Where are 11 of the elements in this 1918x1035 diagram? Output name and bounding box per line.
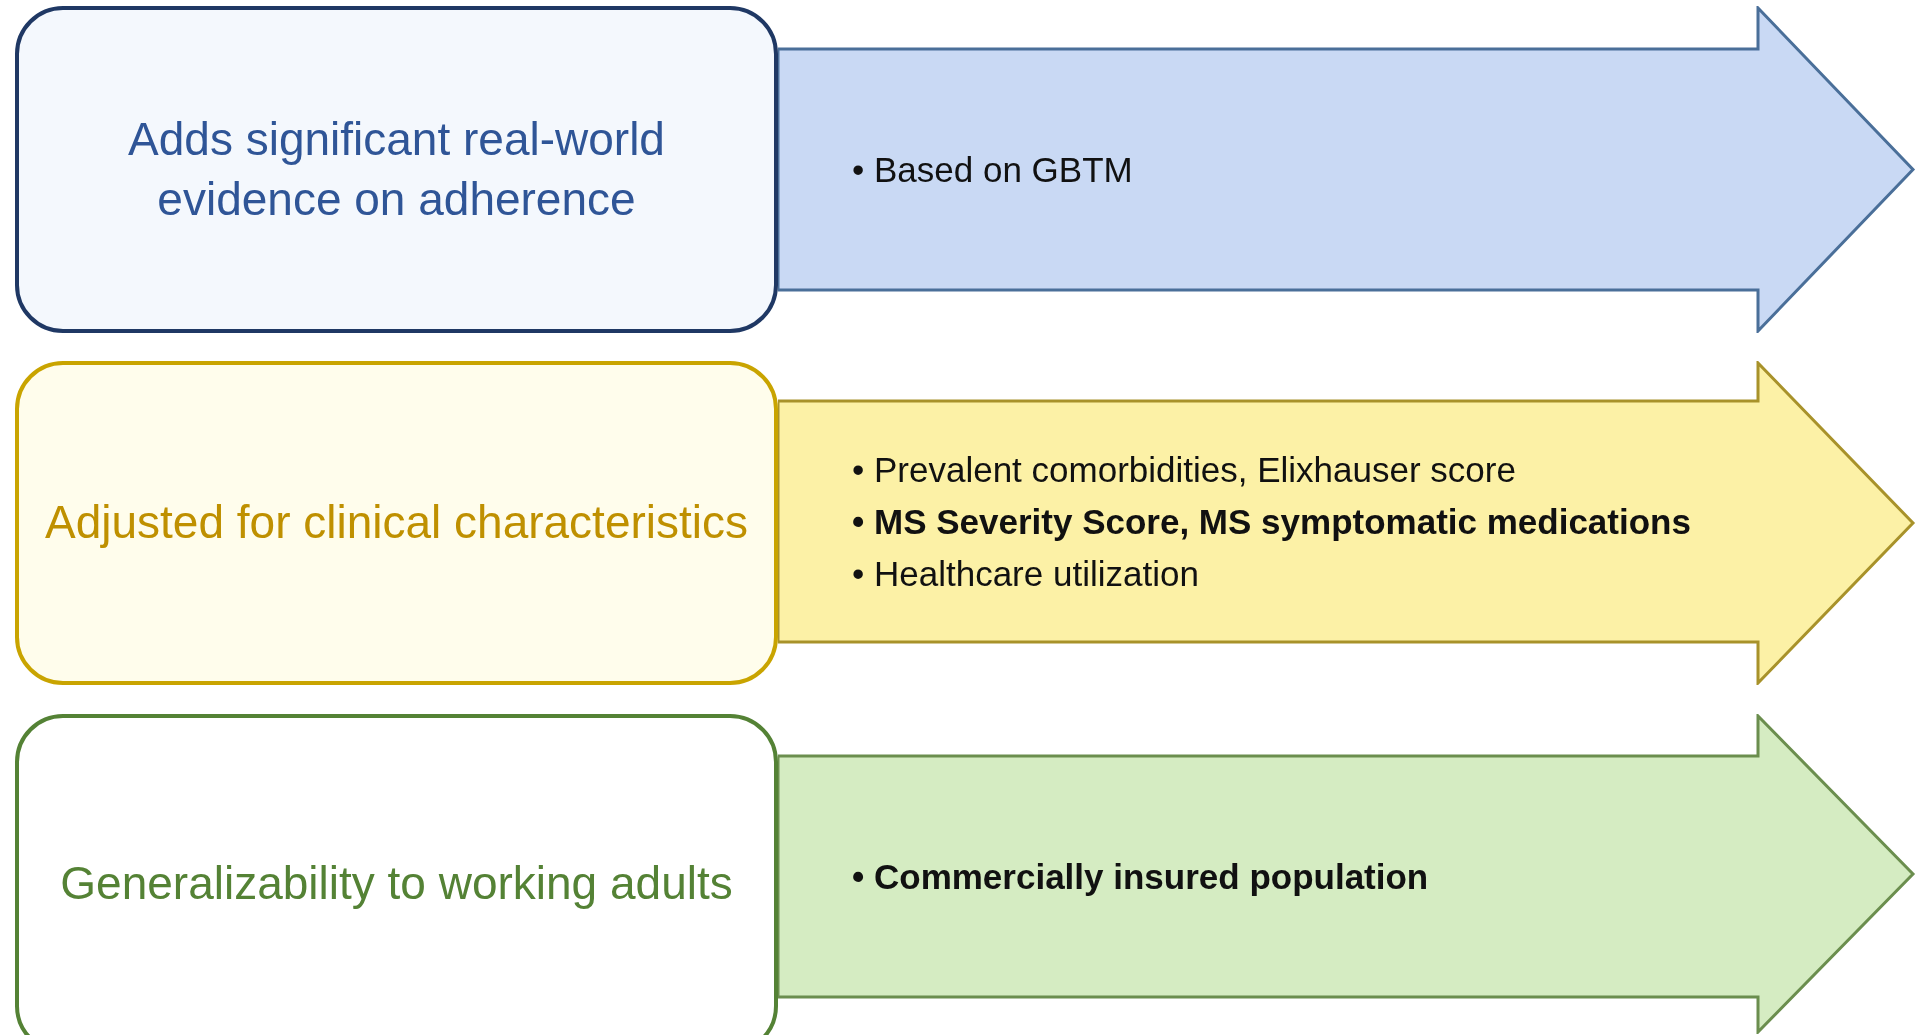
box-heading: Generalizability to working adults [60, 856, 733, 912]
bullet-item: • Healthcare utilization [852, 553, 1200, 594]
bullet-item: • Commercially insured population [852, 856, 1430, 897]
bullet-item: • Based on GBTM [852, 149, 1134, 190]
bullet-item: • MS Severity Score, MS symptomatic medications [852, 501, 1692, 542]
rounded-box [15, 6, 778, 333]
box-heading: Adjusted for clinical characteristics [44, 495, 749, 551]
rounded-box [15, 714, 778, 1035]
bullet-item: • Prevalent comorbidities, Elixhauser score [852, 449, 1517, 490]
box-heading: Adds significant real-world evidence on adherence [127, 111, 666, 227]
rounded-box [15, 361, 778, 685]
